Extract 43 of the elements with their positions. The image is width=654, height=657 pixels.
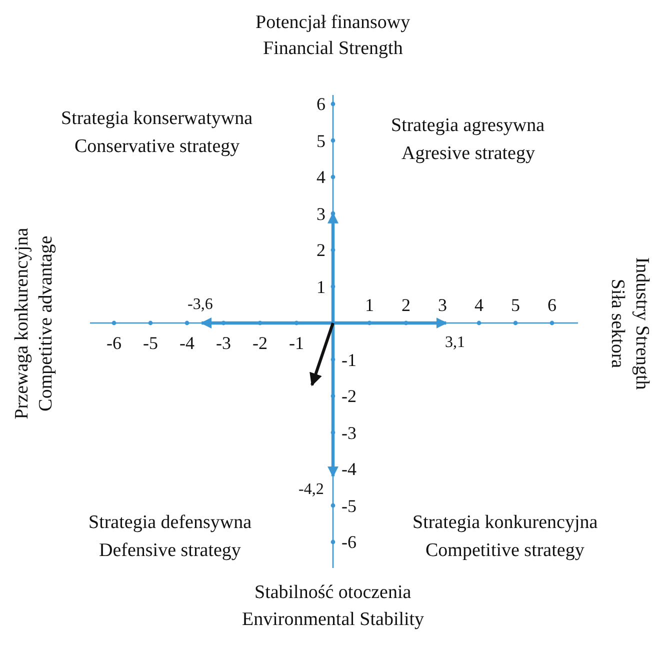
quadrant-label: Conservative strategy: [74, 136, 240, 156]
tick-label: 6: [316, 95, 326, 113]
axis-title: Stabilność otoczenia: [254, 582, 412, 602]
tick-label: -5: [342, 496, 356, 514]
tick-label: 2: [316, 241, 326, 259]
axis-title: Competitive advantage: [36, 235, 56, 411]
quadrant-label: Strategia defensywna: [88, 512, 252, 532]
tick-label: 3: [438, 296, 447, 314]
value-label: -3,6: [188, 297, 213, 313]
quadrant-label: Competitive strategy: [426, 540, 584, 560]
tick-label: 5: [316, 132, 326, 150]
quadrant-label: Defensive strategy: [99, 540, 241, 560]
axis-title: Financial Strength: [263, 38, 403, 58]
tick-label: 2: [402, 296, 410, 314]
quadrant-label: Agresive strategy: [402, 144, 535, 162]
tick-label: -6: [106, 334, 122, 352]
axis-title: Przewaga konkurencyjna: [12, 227, 32, 419]
axis-title: Potencjał finansowy: [256, 12, 410, 32]
quadrant-label: Strategia konserwatywna: [61, 108, 253, 128]
tick-label: -3: [216, 334, 231, 352]
axis-title: Environmental Stability: [242, 610, 424, 628]
tick-label: -6: [342, 533, 356, 551]
tick-label: -2: [252, 334, 268, 352]
tick-label: 3: [316, 204, 326, 222]
axis-title: Industry Strength: [632, 256, 652, 390]
quadrant-label: Strategia agresywna: [391, 116, 545, 134]
tick-label: -4: [342, 460, 356, 478]
tick-label: 6: [548, 296, 556, 314]
tick-label: -3: [342, 424, 356, 442]
tick-label: 1: [316, 278, 326, 296]
quadrant-label: Strategia konkurencyjna: [412, 512, 598, 532]
tick-label: 5: [511, 296, 520, 314]
tick-label: -4: [180, 334, 194, 352]
tick-label: 1: [365, 296, 374, 314]
tick-label: -1: [342, 350, 356, 368]
tick-label: 4: [474, 296, 484, 314]
tick-label: -2: [342, 387, 356, 405]
tick-label: -5: [143, 334, 158, 352]
tick-label: -1: [289, 334, 304, 352]
tick-label: 4: [316, 168, 326, 186]
value-label: 3,1: [445, 335, 465, 351]
value-label: -4,2: [298, 482, 324, 498]
axis-title: Siła sektora: [608, 278, 627, 368]
